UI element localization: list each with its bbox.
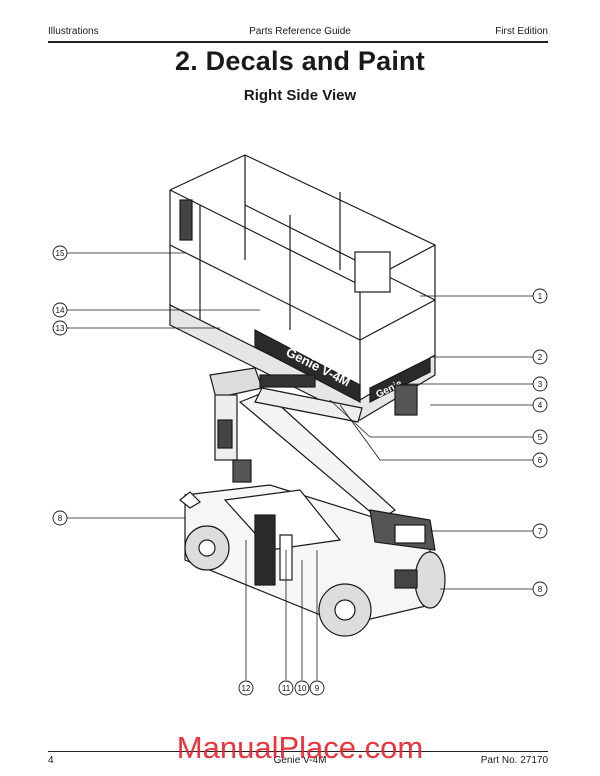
callout-9: 9 — [309, 680, 325, 696]
callout-5: 5 — [532, 429, 548, 445]
header-edition: First Edition — [495, 26, 548, 37]
footer-model: Genie V-4M — [273, 755, 327, 766]
chassis — [179, 484, 446, 637]
svg-text:15: 15 — [56, 249, 65, 258]
header-section-label: Illustrations — [48, 26, 99, 37]
svg-text:6: 6 — [538, 456, 543, 465]
svg-text:10: 10 — [298, 684, 307, 693]
callout-7: 7 — [532, 523, 548, 539]
lift-illustration: Genie V-4M Genie — [52, 154, 548, 696]
page-number: 4 — [48, 755, 54, 766]
svg-text:9: 9 — [315, 684, 320, 693]
footer-rule — [48, 751, 548, 752]
callout-3: 3 — [532, 376, 548, 392]
page-title: 2. Decals and Paint — [175, 46, 425, 76]
svg-text:1: 1 — [538, 292, 543, 301]
callout-10: 10 — [294, 680, 310, 696]
callout-2: 2 — [532, 349, 548, 365]
svg-text:5: 5 — [538, 433, 543, 442]
callout-14: 14 — [52, 302, 68, 318]
callout-13: 13 — [52, 320, 68, 336]
watermark: ManualPlace.com — [176, 730, 424, 765]
svg-text:4: 4 — [538, 401, 543, 410]
svg-text:8: 8 — [58, 514, 63, 523]
svg-text:7: 7 — [538, 527, 543, 536]
footer-part-number: Part No. 27170 — [480, 755, 548, 766]
callout-1: 1 — [532, 288, 548, 304]
boom-arm — [209, 367, 396, 521]
page-subtitle: Right Side View — [243, 87, 357, 104]
header-rule — [48, 41, 548, 43]
callout-6: 6 — [532, 452, 548, 468]
svg-text:14: 14 — [56, 306, 65, 315]
svg-text:2: 2 — [538, 353, 543, 362]
leader-lines — [67, 252, 533, 680]
svg-text:11: 11 — [282, 684, 291, 693]
svg-text:13: 13 — [56, 324, 65, 333]
callouts: 15 14 13 8 1 2 3 4 5 6 7 8 12 11 10 9 — [52, 245, 548, 696]
callout-8-left: 8 — [52, 510, 68, 526]
callout-4: 4 — [532, 397, 548, 413]
callout-12: 12 — [238, 680, 254, 696]
header-guide-title: Parts Reference Guide — [249, 26, 351, 37]
callout-11: 11 — [278, 680, 294, 696]
callout-8-right: 8 — [532, 581, 548, 597]
platform-deck: Genie V-4M Genie — [169, 251, 436, 421]
svg-text:8: 8 — [538, 585, 543, 594]
svg-text:12: 12 — [242, 684, 251, 693]
callout-15: 15 — [52, 245, 68, 261]
svg-text:3: 3 — [538, 380, 543, 389]
